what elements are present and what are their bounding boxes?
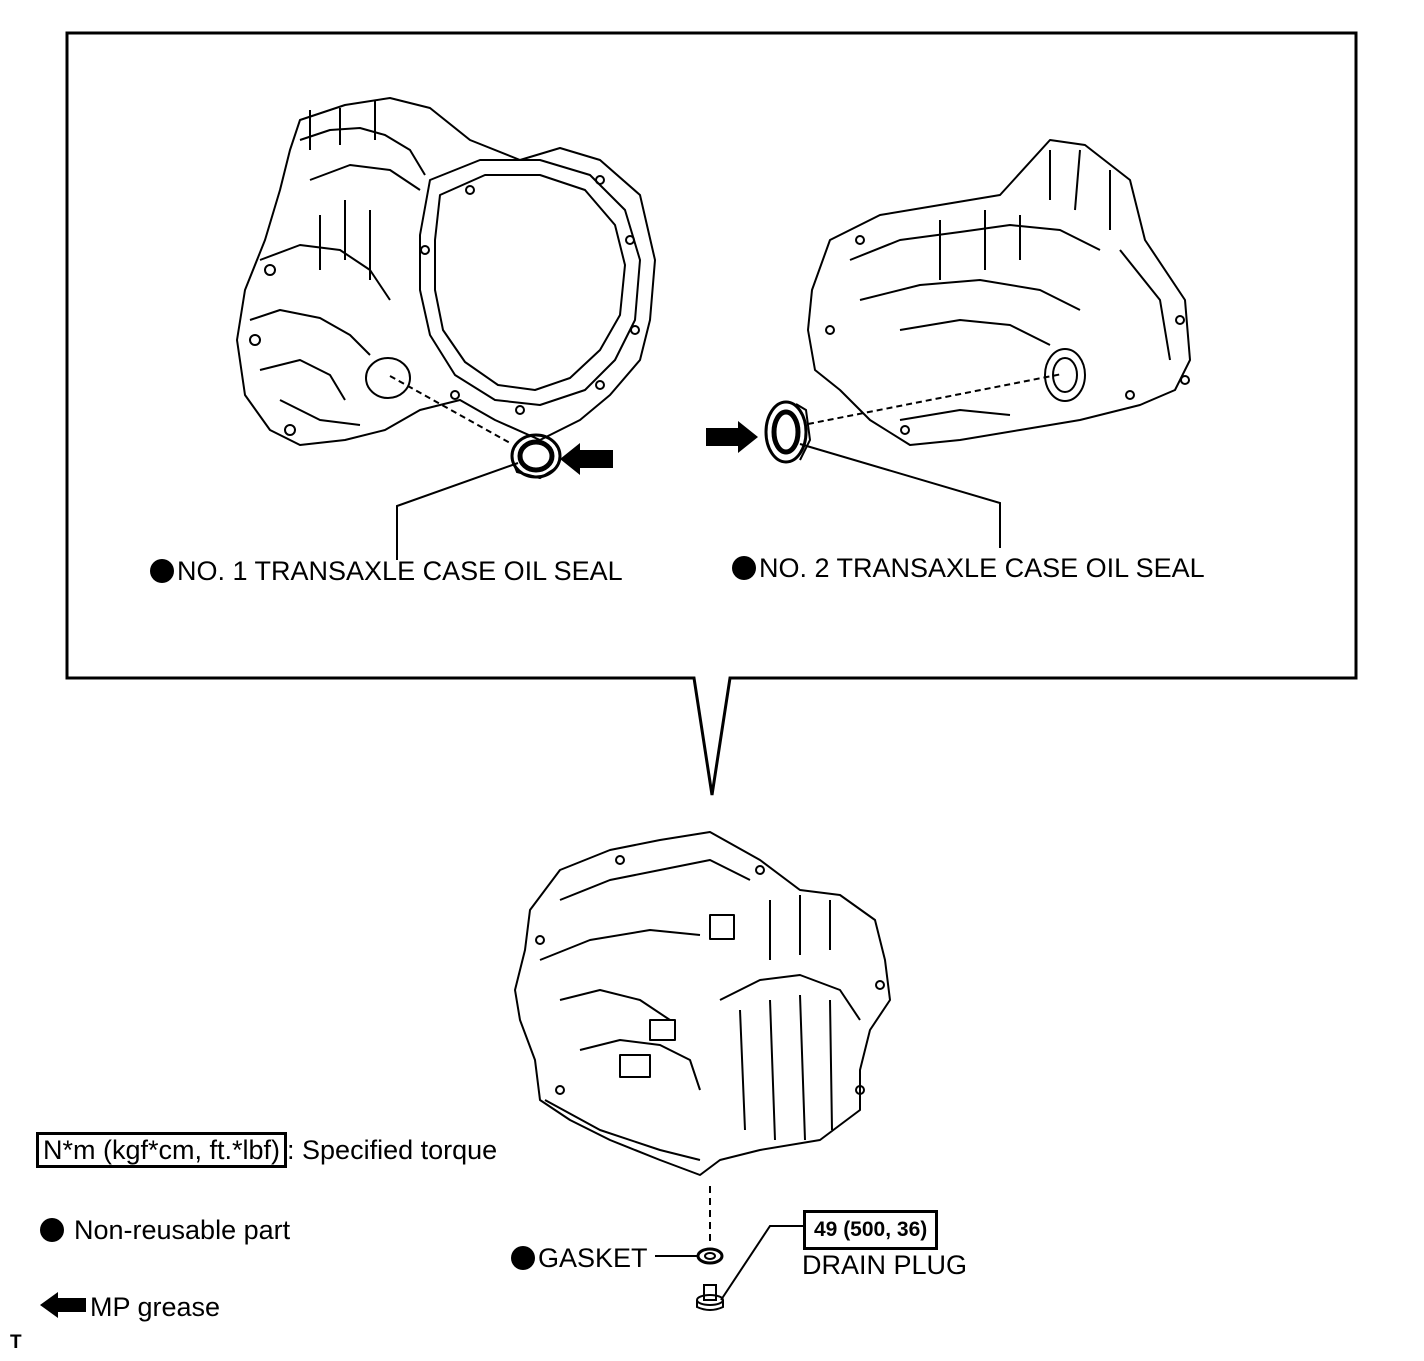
seal-1-alignment-line <box>389 375 511 444</box>
black-arrow-icon <box>40 1292 86 1318</box>
non-reusable-icon <box>732 556 756 580</box>
transaxle-housing-left <box>236 97 656 446</box>
seal-1-leader-line <box>396 462 519 560</box>
corner-mark: T <box>10 1332 22 1353</box>
drain-plug-leader-line <box>720 1225 803 1301</box>
seal-2-alignment-line <box>807 373 1063 425</box>
callout-frame <box>65 31 1358 796</box>
seal-1-label: NO. 1 TRANSAXLE CASE OIL SEAL <box>150 556 623 586</box>
legend-torque: N*m (kgf*cm, ft.*lbf): Specified torque <box>36 1132 497 1168</box>
gasket-part <box>696 1247 724 1265</box>
oil-seal-2 <box>764 400 812 464</box>
grease-arrow-seal-1 <box>560 443 613 475</box>
non-reusable-icon <box>511 1246 535 1270</box>
drain-plug-part <box>696 1284 724 1311</box>
oil-seal-1 <box>510 433 562 480</box>
seal-2-label: NO. 2 TRANSAXLE CASE OIL SEAL <box>732 553 1205 583</box>
seal-2-leader-line <box>799 443 1001 548</box>
grease-arrow-seal-2 <box>706 421 758 453</box>
legend-torque-box: N*m (kgf*cm, ft.*lbf) <box>36 1132 288 1168</box>
legend-non-reusable: Non-reusable part <box>40 1215 290 1245</box>
drain-plug-torque-box: 49 (500, 36) <box>803 1210 939 1250</box>
non-reusable-icon <box>150 559 174 583</box>
transaxle-assembly <box>514 831 891 1176</box>
drain-plug-label: DRAIN PLUG <box>802 1250 968 1280</box>
transaxle-housing-right <box>807 139 1191 446</box>
gasket-label: GASKET <box>511 1243 648 1273</box>
legend-grease: MP grease <box>40 1292 220 1322</box>
filled-circle-icon <box>40 1218 64 1242</box>
legend-torque-text: : Specified torque <box>287 1135 498 1165</box>
